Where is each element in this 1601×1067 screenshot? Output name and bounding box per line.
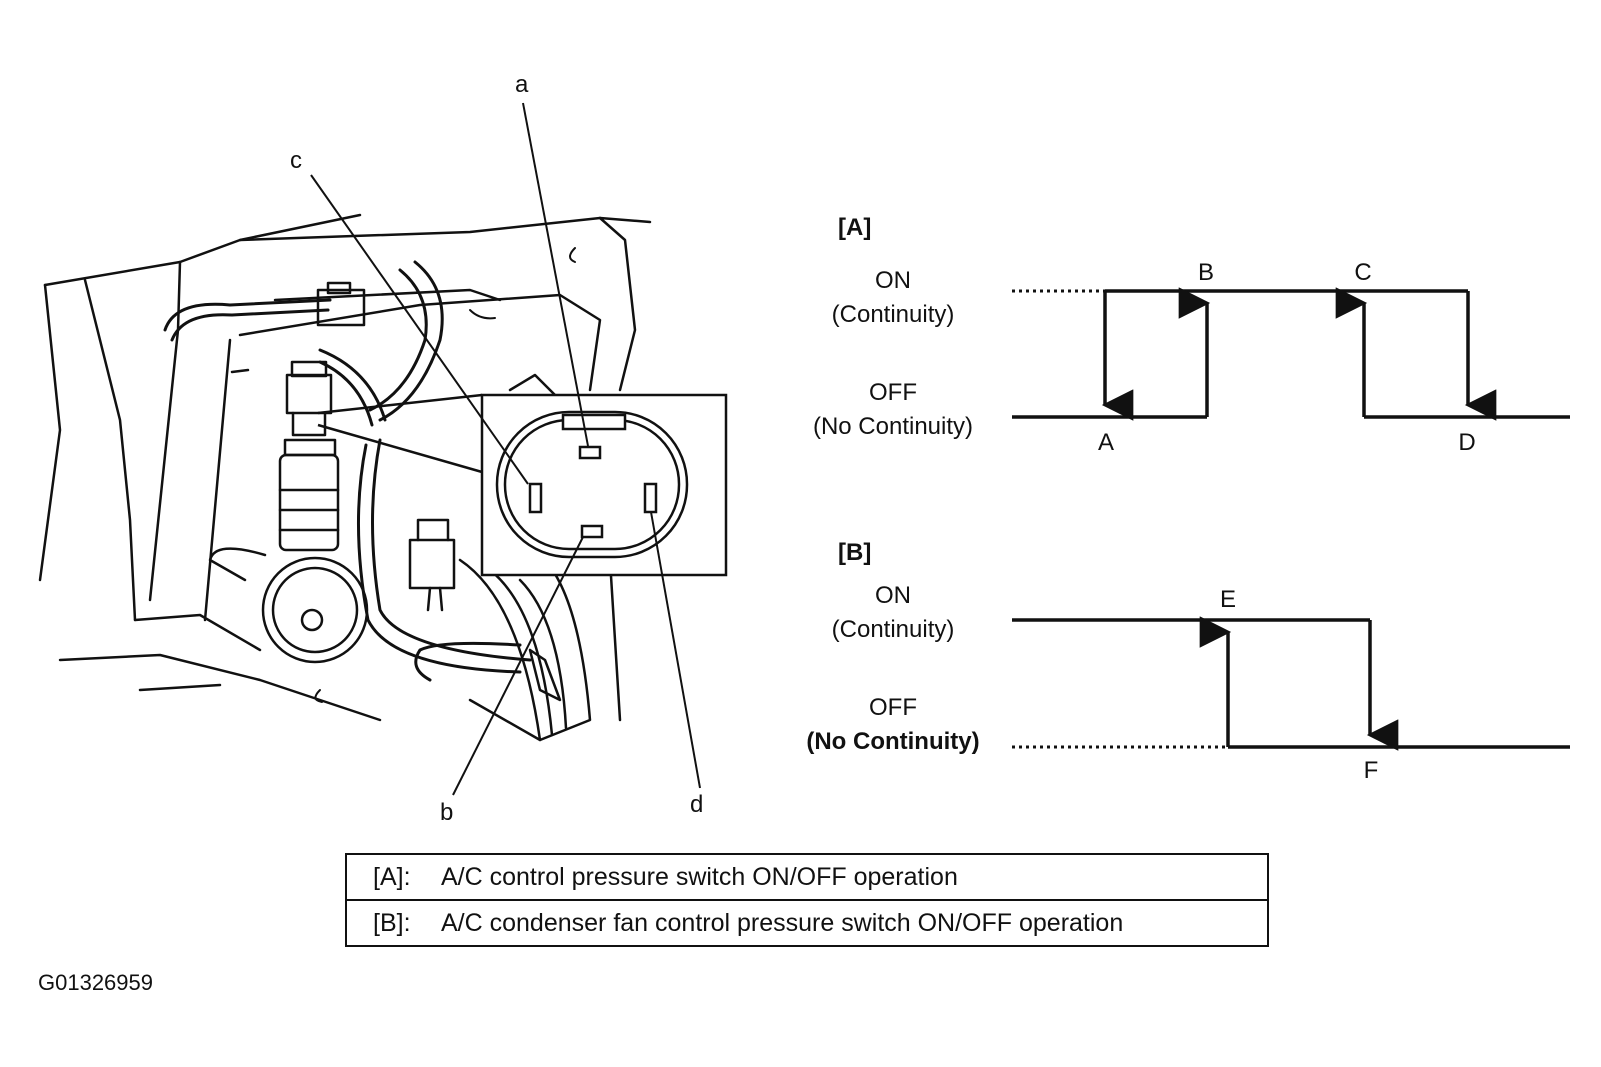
- panel-a-title: [A]: [838, 214, 871, 241]
- panel-a-waveform: [1012, 287, 1570, 421]
- legend-table: [A]: A/C control pressure switch ON/OFF …: [345, 853, 1269, 947]
- panel-a: [A] ON (Continuity) OFF (No Continuity) …: [813, 214, 1570, 456]
- panel-a-on-label: ON: [875, 267, 911, 294]
- panel-a-off-sub: (No Continuity): [813, 413, 973, 440]
- callout-b: b: [440, 799, 453, 826]
- zoom-wedge: [317, 393, 483, 474]
- engine-bay-illustration: [38, 213, 652, 742]
- point-c: C: [1354, 259, 1371, 286]
- leader-b: [452, 536, 584, 796]
- point-f: F: [1364, 757, 1379, 784]
- point-a: A: [1098, 429, 1114, 456]
- legend-row: [B]: A/C condenser fan control pressure …: [347, 899, 1267, 945]
- panel-b-on-label: ON: [875, 582, 911, 609]
- legend-text: A/C control pressure switch ON/OFF opera…: [441, 862, 958, 891]
- callout-d: d: [690, 791, 703, 818]
- legend-text: A/C condenser fan control pressure switc…: [441, 908, 1124, 937]
- leader-a: [522, 102, 589, 447]
- panel-b-title: [B]: [838, 539, 871, 566]
- callout-leaders: [310, 102, 701, 796]
- panel-b-off-label: OFF: [869, 694, 917, 721]
- legend-key: [A]:: [373, 862, 411, 891]
- point-b: B: [1198, 259, 1214, 286]
- figure-id: G01326959: [38, 970, 153, 995]
- panel-b-on-sub: (Continuity): [832, 616, 955, 643]
- callout-c: c: [290, 147, 302, 174]
- panel-b-off-sub: (No Continuity): [806, 728, 979, 755]
- panel-b-waveform: [1012, 616, 1570, 751]
- legend-key: [B]:: [373, 908, 411, 937]
- panel-a-off-label: OFF: [869, 379, 917, 406]
- connector-inset: [480, 393, 728, 577]
- panel-a-on-sub: (Continuity): [832, 301, 955, 328]
- callout-a: a: [515, 71, 529, 98]
- point-d: D: [1458, 429, 1475, 456]
- point-e: E: [1220, 586, 1236, 613]
- leader-d: [650, 511, 701, 789]
- leader-c: [310, 174, 529, 485]
- legend-row: [A]: A/C control pressure switch ON/OFF …: [347, 855, 1267, 899]
- panel-b: [B] ON (Continuity) OFF (No Continuity) …: [806, 539, 1570, 784]
